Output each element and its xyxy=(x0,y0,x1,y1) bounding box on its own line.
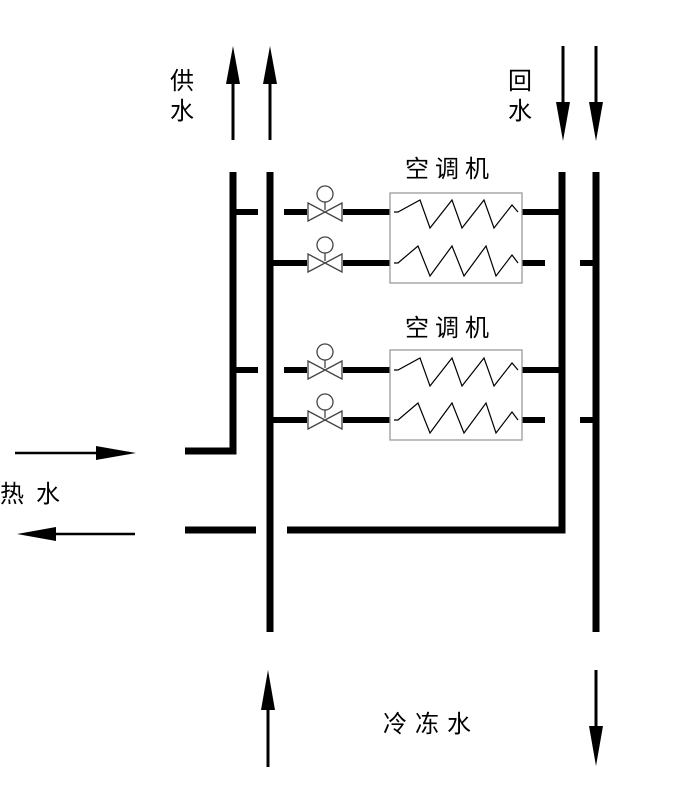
branch-pipes xyxy=(233,209,596,423)
hot-water-out-arrow xyxy=(17,527,135,541)
chilled-supply-arrow xyxy=(261,670,275,767)
main-pipes xyxy=(185,172,600,632)
air-handler-unit-2 xyxy=(389,349,523,441)
hot-water-label: 热水 xyxy=(0,480,72,508)
coil-icon xyxy=(394,244,519,278)
hot-water-in-arrow xyxy=(15,446,136,460)
two-way-valve-icon xyxy=(307,343,343,380)
chilled-return-arrow xyxy=(589,670,603,766)
air-handler-2-label: 空调机 xyxy=(405,314,495,342)
return-arrow-outer xyxy=(589,46,603,141)
two-way-valve-icon xyxy=(307,393,343,430)
coil-icon xyxy=(394,356,519,388)
return-water-label: 回 水 xyxy=(508,67,532,125)
chilled-water-label: 冷冻水 xyxy=(383,710,479,738)
air-handler-unit-1 xyxy=(389,192,523,284)
coil-icon xyxy=(394,198,519,230)
return-arrow-inner xyxy=(556,46,570,141)
two-way-valve-icon xyxy=(307,236,343,273)
coil-icon xyxy=(394,401,519,435)
two-way-valve-icon xyxy=(307,185,343,222)
hot-supply-riser xyxy=(185,172,237,455)
hot-return-riser xyxy=(287,172,566,534)
supply-arrow-inner xyxy=(263,46,277,140)
air-handler-1-label: 空调机 xyxy=(405,155,495,183)
supply-water-label: 供 水 xyxy=(170,67,194,125)
supply-arrow-outer xyxy=(226,46,240,140)
